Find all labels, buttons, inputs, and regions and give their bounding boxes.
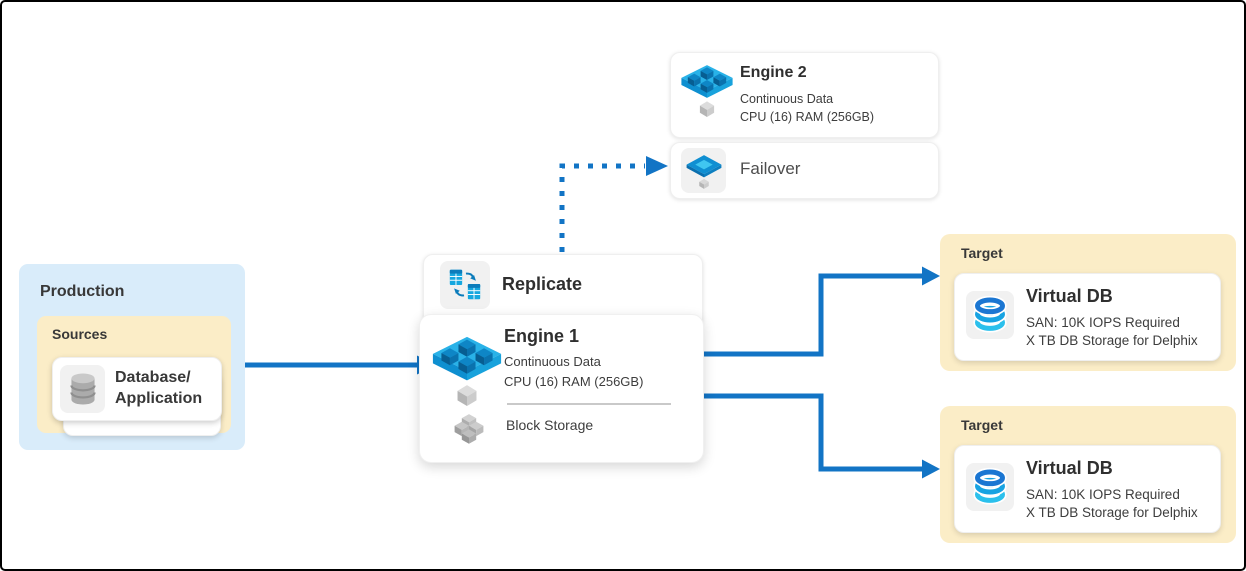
virtual-db-icon-chip (966, 463, 1014, 511)
failover-icon (686, 154, 721, 189)
engine2-title: Engine 2 (740, 64, 807, 81)
arrow-engine1-to-target2 (701, 393, 940, 479)
engine2-subtitle2: CPU (16) RAM (256GB) (740, 110, 875, 124)
virtual-db-card: Virtual DB SAN: 10K IOPS Required X TB D… (954, 445, 1221, 533)
block-storage-icon (454, 414, 484, 444)
engine-icon (681, 65, 733, 117)
arrow-replicate-to-failover (559, 156, 668, 252)
database-icon (69, 373, 96, 405)
virtual-db-line2: X TB DB Storage for Delphix (1026, 333, 1198, 348)
engine2-card: Engine 2 Continuous Data CPU (16) RAM (2… (670, 52, 939, 138)
virtual-db-icon-chip (966, 291, 1014, 339)
target-title: Target (961, 245, 1003, 261)
database-label-line1: Database/ (115, 369, 191, 386)
failover-icon-chip (681, 148, 726, 193)
engine1-card: Engine 1 Continuous Data CPU (16) RAM (2… (419, 314, 704, 463)
engine2-subtitle1: Continuous Data (740, 92, 834, 106)
virtual-db-title: Virtual DB (1026, 286, 1113, 306)
arrow-production-to-engine1 (245, 355, 436, 375)
replicate-label: Replicate (502, 274, 583, 294)
arrow-engine1-to-target1 (701, 266, 940, 357)
sources-zone: Sources Database/ Application (37, 316, 231, 436)
replicate-icon (449, 269, 481, 300)
virtual-db-icon (973, 467, 1007, 505)
virtual-db-card: Virtual DB SAN: 10K IOPS Required X TB D… (954, 273, 1221, 361)
engine1-title: Engine 1 (504, 326, 580, 346)
engine1-divider (507, 403, 671, 405)
engine1-subtitle2: CPU (16) RAM (256GB) (504, 374, 644, 389)
virtual-db-line2: X TB DB Storage for Delphix (1026, 505, 1198, 520)
production-title: Production (40, 283, 125, 300)
block-storage-label: Block Storage (506, 417, 594, 433)
virtual-db-title: Virtual DB (1026, 458, 1113, 478)
engine1-subtitle1: Continuous Data (504, 354, 601, 369)
target-zone-2: Target Virtual DB SAN: 10K IOPS Required… (940, 406, 1236, 543)
database-label-line2: Application (115, 390, 203, 407)
production-zone: Production Sources Database/ Applicat (19, 264, 245, 450)
sources-title: Sources (52, 326, 108, 342)
target-title: Target (961, 417, 1003, 433)
database-icon-chip (60, 365, 105, 413)
failover-label: Failover (740, 159, 801, 178)
virtual-db-line1: SAN: 10K IOPS Required (1026, 487, 1180, 502)
replicate-icon-chip (440, 261, 490, 309)
database-card: Database/ Application (52, 357, 222, 421)
engine-icon (432, 336, 502, 406)
database-label: Database/ Application (115, 367, 202, 409)
virtual-db-line1: SAN: 10K IOPS Required (1026, 315, 1180, 330)
target-zone-1: Target Virtual DB SAN: 10K IOPS Required… (940, 234, 1236, 371)
failover-card: Failover (670, 142, 939, 199)
virtual-db-icon (973, 295, 1007, 333)
